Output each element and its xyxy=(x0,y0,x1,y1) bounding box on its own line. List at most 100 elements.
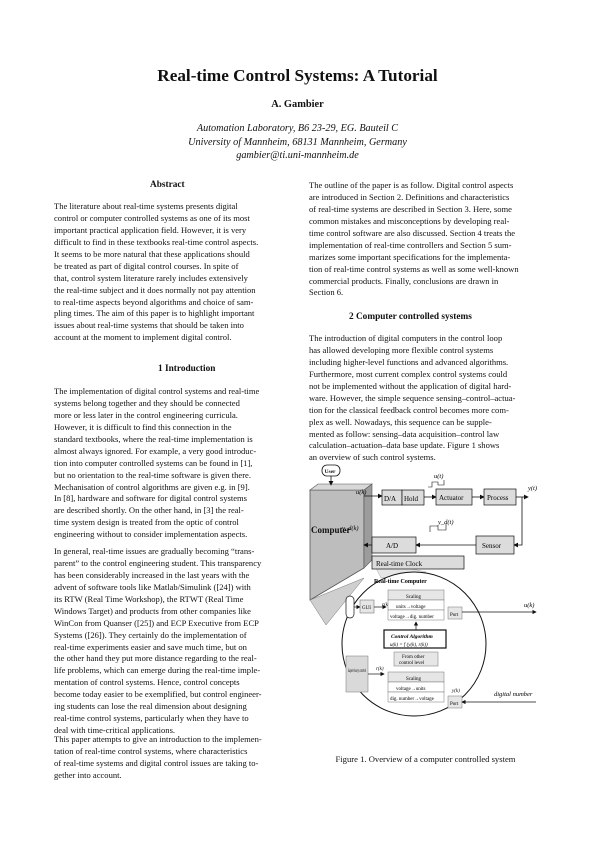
text-line: The implementation of digital control sy… xyxy=(54,386,260,396)
process-label: Process xyxy=(487,494,509,502)
text-line: control or computer controlled systems a… xyxy=(54,212,250,223)
outline-paragraph: The outline of the paper is as follow. D… xyxy=(309,180,542,299)
control-algorithm-block xyxy=(383,629,447,649)
rtclock-block xyxy=(371,555,465,570)
affiliation-line: University of Mannheim, 68131 Mannheim, … xyxy=(188,137,407,148)
rtcomputer-label: Real-time Computer xyxy=(374,579,427,585)
text-line: commercial products. Finally, conclusion… xyxy=(309,275,499,286)
section-2-heading: 2 Computer controlled systems xyxy=(349,312,472,322)
text-line: deal with time-critical applications. xyxy=(54,725,176,736)
port2-label: Port xyxy=(450,702,459,707)
affiliation-email: gambier@ti.uni-mannheim.de xyxy=(236,150,359,161)
text-line: life problems, which can emerge during t… xyxy=(54,665,261,676)
gui-block xyxy=(359,599,375,614)
control-alg-label: Control Algorithm xyxy=(391,634,434,640)
ydk-label: y_d(k) xyxy=(341,525,359,532)
rtclock-label: Real-time Clock xyxy=(376,560,423,568)
abstract-body: The literature about real-time systems p… xyxy=(54,201,287,344)
text-line: It seems to be more natural that these a… xyxy=(54,248,250,259)
text-line: plex as well. Nowadays, this sequence ca… xyxy=(309,416,492,427)
text-line: mented as follow: sensing–data acquisiti… xyxy=(309,428,500,439)
text-line: ware. However, the simple sequence sensi… xyxy=(309,392,516,403)
text-line: mentation of control systems. Hence, con… xyxy=(54,677,240,688)
text-line: its RTW (Real Time Workshop), the RTWT (… xyxy=(54,593,244,604)
yt-label: y(t) xyxy=(527,485,537,492)
intro-paragraph-1: The implementation of digital control sy… xyxy=(54,386,287,541)
text-line: the other hand they put more distance re… xyxy=(54,653,257,664)
text-line: calculation–actuation–data base update. … xyxy=(309,440,500,451)
figure-caption: Figure 1. Overview of a computer control… xyxy=(335,754,516,764)
text-line: the real-time subject and it does normal… xyxy=(54,284,256,295)
section-1-heading: 1 Introduction xyxy=(158,364,216,374)
gui-label: GUI xyxy=(362,606,371,611)
svg-text:User: User xyxy=(325,469,337,475)
supervisory-label: Supervisory control xyxy=(348,669,366,674)
text-line: including higher-level functions and adv… xyxy=(309,356,509,367)
text-line: In general, real-time issues are gradual… xyxy=(54,546,255,556)
paper-title: Real-time Control Systems: A Tutorial xyxy=(157,66,438,85)
text-line: are described shortly. On the other hand… xyxy=(54,505,244,516)
text-line: more or less later in the control engine… xyxy=(54,409,238,420)
from-other-label: From other xyxy=(402,655,425,660)
uk-out-label: u(k) xyxy=(524,602,534,609)
computer-label: Computer xyxy=(311,525,351,535)
voltage-dig-label: voltage→dig. number xyxy=(390,615,434,620)
text-line: Mechanisation of control algorithms are … xyxy=(54,481,250,492)
text-line: Windows Target) and products from other … xyxy=(54,605,251,616)
user-icon: User xyxy=(321,464,341,486)
uk-label: u(k) xyxy=(356,489,366,496)
text-line: issues about real-time systems that shou… xyxy=(54,320,244,331)
text-line: has been considerably increased in the l… xyxy=(54,569,250,580)
text-line: The introduction of digital computers in… xyxy=(309,333,503,343)
text-line: be treated as part of digital control co… xyxy=(54,260,239,271)
text-line: time control software are also discussed… xyxy=(309,227,516,238)
text-line: The outline of the paper is as follow. D… xyxy=(309,180,514,190)
text-line: tion of real-time control systems as wel… xyxy=(309,263,519,274)
text-line: but no orientation to the real-time soft… xyxy=(54,469,251,480)
da-label: D/A xyxy=(384,495,396,503)
text-line: engineering without to consider implemen… xyxy=(54,529,248,540)
text-line: standard textbooks, where the real-time … xyxy=(54,433,253,444)
text-line: difficult to find in these textbooks rea… xyxy=(54,236,259,247)
text-line: tion for the classical feedback control … xyxy=(309,404,509,415)
intro-paragraph-3: This paper attempts to give an introduct… xyxy=(54,734,287,782)
dig-voltage-label: dig. number→voltage xyxy=(390,697,435,702)
text-line: However, it is difficult to find this co… xyxy=(54,421,232,432)
text-line: parent” to the control engineering stude… xyxy=(54,557,262,568)
intro-paragraph-2: In general, real-time issues are gradual… xyxy=(54,546,287,737)
from-other-block xyxy=(393,651,439,667)
sensor-label: Sensor xyxy=(482,542,502,550)
text-line: are introduced in Section 2. Definitions… xyxy=(309,191,510,202)
text-line: Section 6. xyxy=(309,287,344,298)
units-voltage-label: units→voltage xyxy=(396,605,426,610)
text-line: important practical application field. H… xyxy=(54,224,247,235)
text-line: that, control system literature rarely i… xyxy=(54,272,248,283)
actuator-label: Actuator xyxy=(439,494,464,502)
user-circle-icon xyxy=(345,595,355,619)
ydt-label: y_d(t) xyxy=(437,519,454,526)
text-line: Systems ([26]). They certainly do the im… xyxy=(54,629,247,640)
text-line: In [8], hardware and software for digita… xyxy=(54,493,247,504)
text-line: gether into account. xyxy=(54,769,122,780)
text-line: tation of real-time control systems, whe… xyxy=(54,745,248,756)
figure-1: Computer User u(k) D/A Hold u(t) Actuato… xyxy=(306,460,546,775)
hold-block xyxy=(401,489,425,506)
section-2-paragraph: The introduction of digital computers in… xyxy=(309,333,542,464)
text-line: WinCon from Quanser ([25]) and ECP Execu… xyxy=(54,617,259,628)
ut-label: u(t) xyxy=(434,473,443,480)
text-line: ing students can lose the real dimension… xyxy=(54,701,247,712)
port-top xyxy=(447,606,463,620)
digital-number-label: digital number xyxy=(494,691,533,698)
hold-label: Hold xyxy=(404,495,419,503)
text-line: implementation of real-time controllers … xyxy=(309,239,512,250)
text-line: real-time control systems, particularly … xyxy=(54,713,249,724)
text-line: has allowed developing more flexible con… xyxy=(309,344,494,355)
text-line: an overview of such control systems. xyxy=(309,452,436,463)
text-line: not be implemented without the applicati… xyxy=(309,380,512,391)
abstract-heading: Abstract xyxy=(150,180,185,190)
text-line: pling times. The aim of this paper is to… xyxy=(54,308,255,319)
text-line: This paper attempts to give an introduct… xyxy=(54,734,262,744)
text-line: of real-time systems are described in Se… xyxy=(309,203,512,214)
control-level-label: control level xyxy=(399,661,425,666)
affiliation-line: Automation Laboratory, B6 23-29, EG. Bau… xyxy=(196,123,399,134)
